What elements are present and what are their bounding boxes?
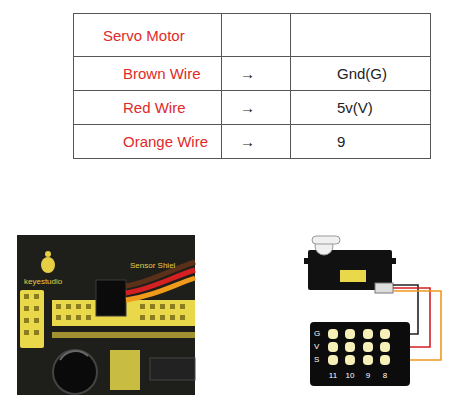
pin-number: 8	[378, 372, 392, 380]
pin-row-label: V	[314, 343, 319, 351]
pin-row-label: S	[314, 356, 319, 364]
arrow-symbol: →	[240, 134, 255, 149]
arrow-symbol: →	[240, 100, 255, 115]
pin-number: 10	[343, 372, 357, 380]
servo-illustration	[304, 236, 396, 293]
shield-photo	[17, 235, 195, 395]
pin-name: Gnd(G)	[337, 66, 387, 81]
pin-name: 9	[337, 134, 345, 149]
pin-name: 5v(V)	[337, 100, 373, 115]
pin-row-label: G	[314, 330, 320, 338]
board-name: Sensor Shiel	[130, 262, 175, 270]
pin-number: 11	[326, 372, 340, 380]
board-brand: keyestudio	[24, 278, 62, 286]
pin-number: 9	[361, 372, 375, 380]
wiring-table	[74, 14, 431, 159]
wire-name: Orange Wire	[123, 134, 208, 149]
wire-name: Red Wire	[123, 100, 186, 115]
table-heading: Servo Motor	[103, 28, 185, 43]
arrow-symbol: →	[240, 66, 255, 81]
pin-header-board	[310, 322, 410, 386]
wire-name: Brown Wire	[123, 66, 201, 81]
